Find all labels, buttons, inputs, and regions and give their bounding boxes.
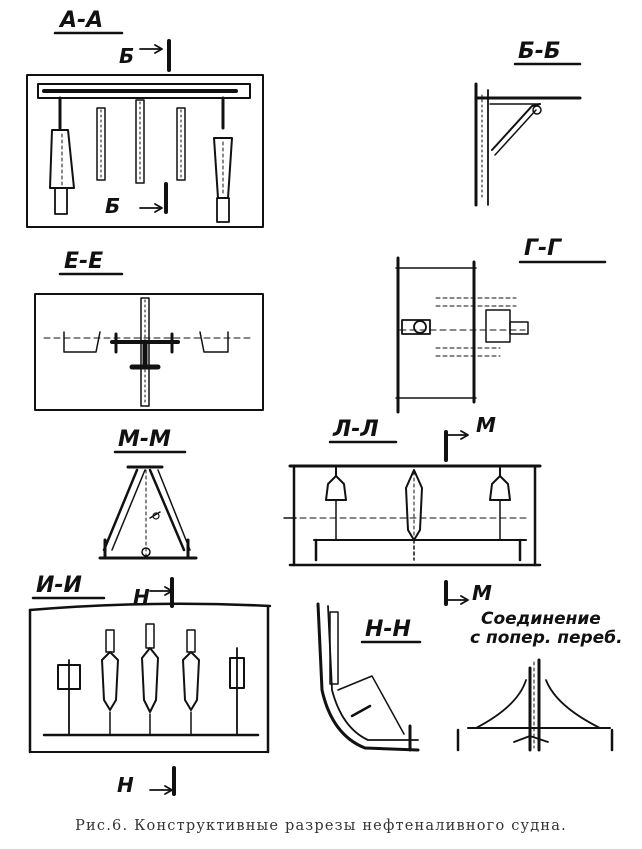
connection-note-line1: Соединение [481,609,601,629]
section-nn [316,602,422,752]
section-ll [283,430,542,606]
label-section-nn: Н-Н [365,617,411,642]
connection-note-line2: с попер. переб. [470,628,623,648]
section-ii [28,577,272,796]
connection-detail [456,658,614,752]
section-ee [34,272,264,411]
label-section-gg: Г-Г [524,236,562,261]
cut-mark-label-n-top: Н [133,585,150,609]
label-section-aa: А-А [58,8,103,33]
cut-mark-label-n-bottom: Н [117,773,134,797]
cut-mark-label-b-bottom: Б [105,194,120,218]
cut-mark-label-b-top: Б [119,44,134,68]
cut-mark-label-m-bottom: М [472,581,492,605]
label-section-bb: Б-Б [518,39,561,64]
label-section-ii: И-И [36,573,82,598]
section-mm [98,450,198,560]
cut-mark-label-m-top: М [476,413,496,437]
section-aa [26,31,264,228]
label-section-ll: Л-Л [332,417,379,442]
section-bb [474,62,582,207]
label-section-ee: Е-Е [64,249,103,274]
section-gg [395,256,607,414]
figure-caption: Рис.6. Конструктивные разрезы нефтеналив… [75,818,567,834]
label-section-mm: М-М [118,427,171,452]
